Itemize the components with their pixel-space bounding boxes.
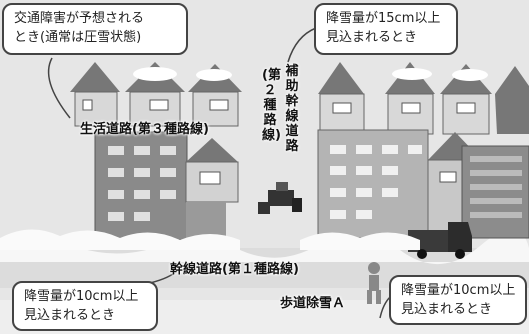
callout-leader-line xyxy=(47,57,71,119)
pedestrian xyxy=(367,262,381,304)
callout-traffic-obstruction: 交通障害が予想される とき(通常は圧雪状態) xyxy=(2,3,188,55)
callout-line-1: 交通障害が予想される xyxy=(14,11,145,26)
left-houses xyxy=(70,62,242,127)
callout-snowfall-15cm: 降雪量が15cm以上 見込まれるとき xyxy=(314,3,458,55)
auxiliary-trunk-road-label: 補助幹線道路 xyxy=(285,64,299,154)
right-houses xyxy=(318,62,529,135)
callout-snowfall-10cm-right: 降雪量が10cm以上 見込まれるとき xyxy=(389,275,527,325)
dump-truck xyxy=(408,222,472,259)
callout-leader-line xyxy=(287,27,317,63)
callout-line-2: 見込まれるとき xyxy=(24,308,116,323)
callout-line-2: とき(通常は圧雪状態) xyxy=(14,30,142,45)
auxiliary-trunk-road-class-label: (第２種路線) xyxy=(262,68,281,143)
sidewalk-snow-removal-label: 歩道除雪Ａ xyxy=(280,296,346,311)
left-apartment xyxy=(94,131,239,242)
trunk-road-label: 幹線道路(第１種路線) xyxy=(170,262,299,277)
callout-line-2: 見込まれるとき xyxy=(401,302,493,317)
callout-snowfall-10cm-left: 降雪量が10cm以上 見込まれるとき xyxy=(12,281,158,331)
callout-line-1: 降雪量が15cm以上 xyxy=(326,11,441,26)
callout-line-1: 降雪量が10cm以上 xyxy=(401,283,516,298)
callout-line-1: 降雪量が10cm以上 xyxy=(24,289,139,304)
right-apartments xyxy=(317,129,529,239)
living-road-label: 生活道路(第３種路線) xyxy=(80,122,209,137)
snow-plow-truck xyxy=(258,182,302,214)
callout-line-2: 見込まれるとき xyxy=(326,30,418,45)
